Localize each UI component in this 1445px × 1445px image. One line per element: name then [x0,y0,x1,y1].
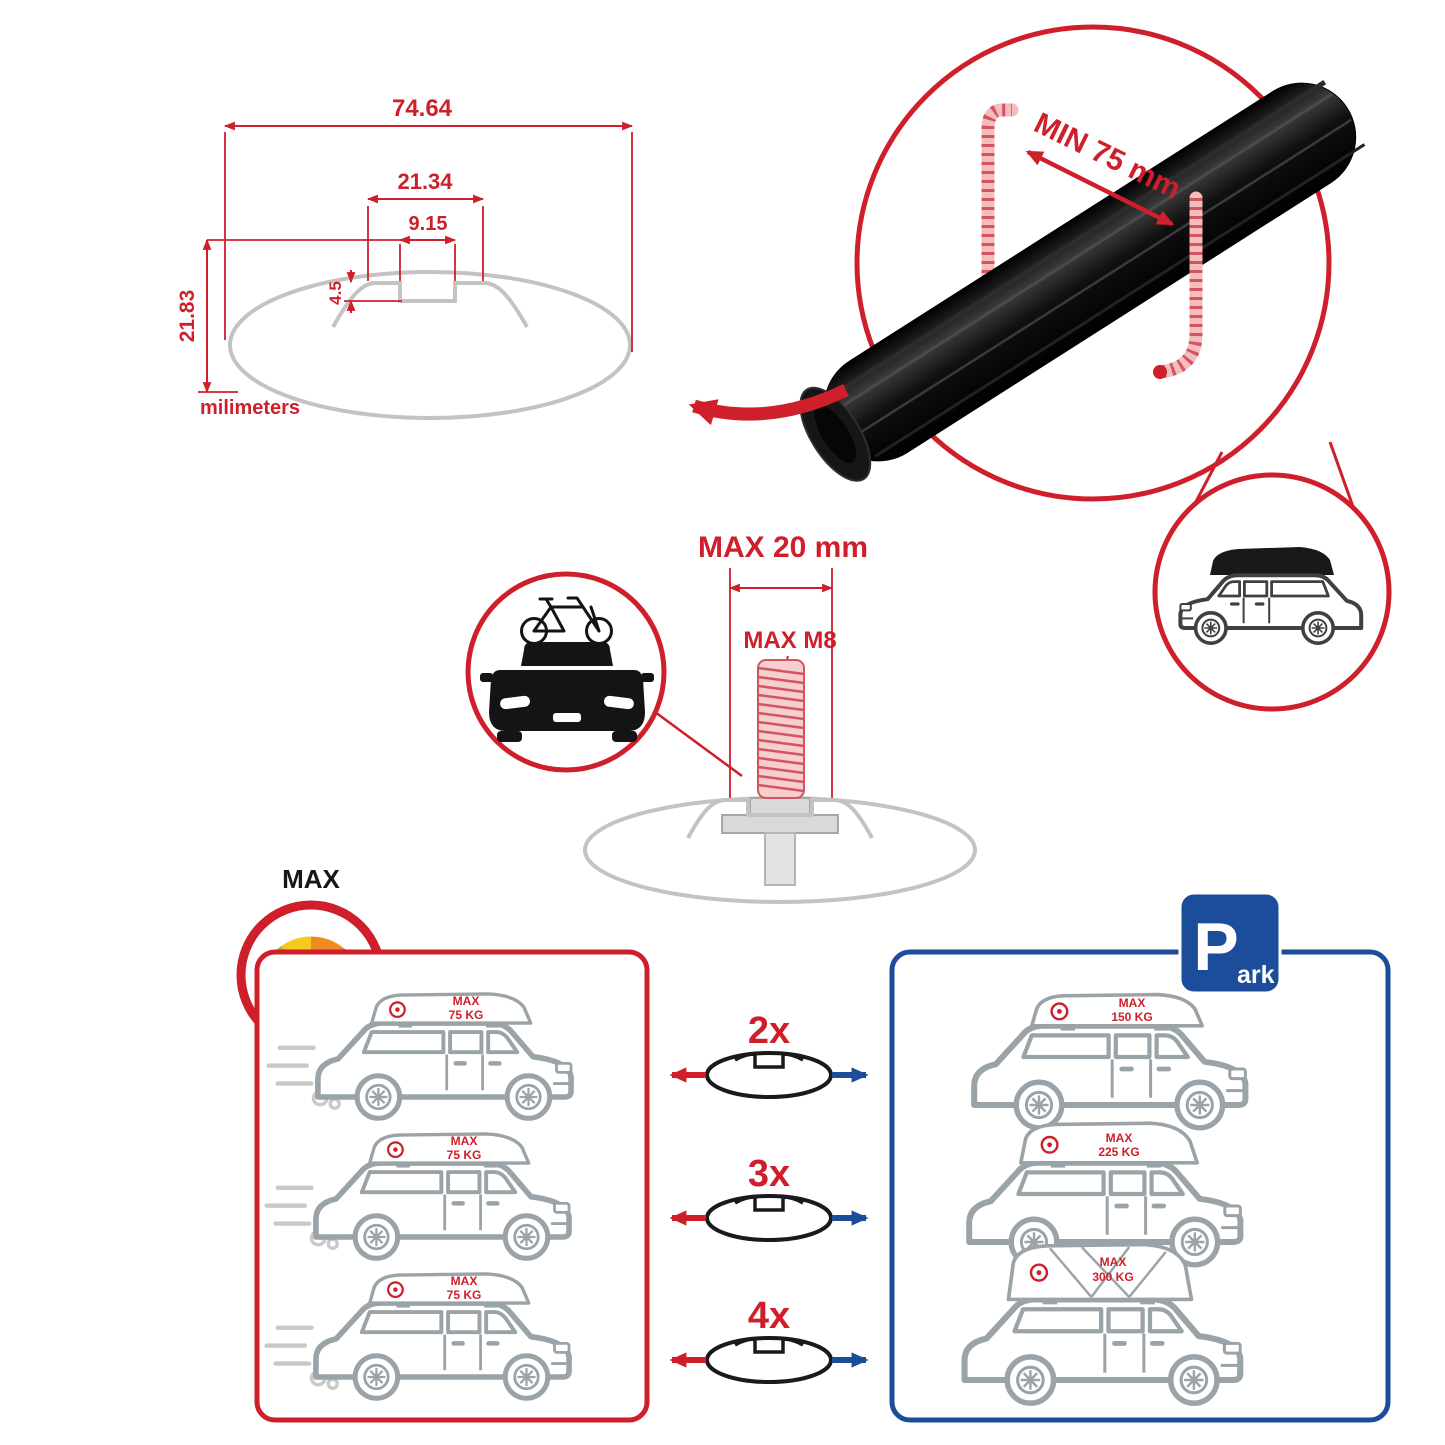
roofbox-vehicle-callout [1152,472,1392,712]
cross-section-dimension-diagram: 74.64 21.34 9.15 4.5 21.83 milimeters [176,95,634,420]
roofbox-load-label: MAX [453,994,480,1008]
roofbox-load-label: MAX [451,1134,478,1148]
crossbar-section-icon [705,1336,833,1384]
roofbox-load-value: 225 KG [1098,1145,1139,1159]
dim-total-height: 21.83 [176,290,199,343]
multiplier-label: 2x [748,1010,790,1052]
roofbox-load-value: 75 KG [447,1148,482,1162]
units-label: milimeters [200,397,300,419]
roofbox-load-label: MAX [1106,1131,1133,1145]
park-sign-p: P [1193,909,1238,985]
ext-lines-slot-width [207,239,456,281]
park-sign: P ark [1178,891,1282,995]
roofbox-load-value: 150 KG [1111,1010,1152,1024]
dim-slot-width: 9.15 [409,213,448,235]
clamp-rod-right [1153,191,1203,379]
crossbar-section-icon [705,1051,833,1099]
multiplier-row-1: 2x [669,1010,869,1099]
crossbar-groove-4 [874,143,1366,458]
roofbox-load-value: 75 KG [449,1008,484,1022]
t-slot-channel-profile [331,281,529,328]
roofbox-load-label: MAX [1119,996,1146,1010]
bike-callout-leader [654,710,743,778]
park-sign-ark: ark [1237,961,1275,989]
car-front-icon [480,642,654,742]
cross-section-pointer-arrow [688,384,849,426]
crossbar-section-icon [705,1194,833,1242]
multiplier-label: 4x [748,1295,790,1337]
multiplier-row-3: 4x [669,1295,869,1384]
roofbox-load-value: 75 KG [447,1288,482,1302]
ext-lines-channel-width [367,206,484,281]
bike-roof-callout [465,571,667,773]
roofbox-load-label: MAX [451,1274,478,1288]
park-sign-plate [1178,891,1282,995]
multiplier-row-2: 3x [669,1153,869,1242]
speed-max-label: MAX [282,864,340,894]
bolt-shaft-lower [764,832,796,886]
multiplier-label: 3x [748,1153,790,1195]
min-clamp-arrow [1025,149,1175,227]
t-slot-channel-fill [333,283,527,347]
channel-profile [686,798,874,839]
crossbar-groove-3 [844,118,1352,444]
roofbox-icon [1210,547,1334,575]
dim-total-width: 74.64 [392,95,453,122]
ext-lines-total-width [224,132,633,352]
dim-slot-depth: 4.5 [326,281,345,305]
crossbar-end-cap-slot [814,405,857,463]
crossbar-3d [799,80,1366,482]
ext-lines-bolt [729,568,833,798]
clamp-rod-left [981,103,1019,289]
dim-channel-outer-width: 21.34 [397,169,453,194]
max-bolt-length-label: MAX 20 mm [698,531,868,564]
max-thread-label: MAX M8 [743,627,836,654]
crossbar-groove-2 [827,92,1334,417]
crossbar-cross-section-ellipse [228,270,632,420]
bolt-spec-diagram: MAX 20 mm MAX M8 [465,531,977,904]
roofbox-load-label: MAX [1100,1255,1127,1269]
threaded-bolt [757,659,805,799]
clamp-rod-tip-dot [1153,365,1167,379]
crossbar-groove-1 [819,80,1327,406]
bolt-threads [757,666,805,793]
roofbox-load-value: 300 KG [1092,1270,1133,1284]
crossbar-zoom-callout: MIN 75 mm [688,24,1392,712]
